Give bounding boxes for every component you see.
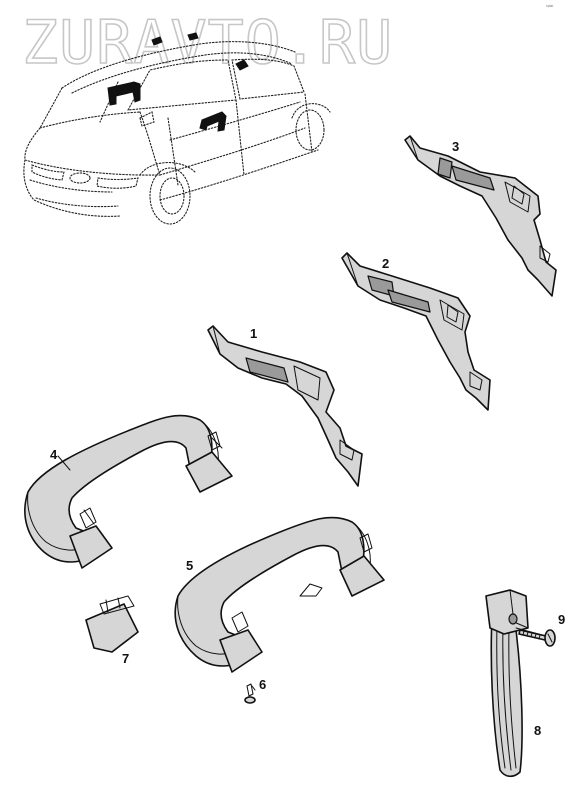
callout-label-6: 6 xyxy=(259,677,266,692)
strap-8: 8 xyxy=(485,589,541,778)
grab-handle-5: 5 xyxy=(174,516,385,673)
callout-label-5: 5 xyxy=(186,558,193,573)
pillar-trim-2: 2 xyxy=(341,252,491,411)
screw-9: 9 xyxy=(515,612,565,647)
car-highlight-rear-handle xyxy=(235,59,249,71)
callout-label-2: 2 xyxy=(382,256,389,271)
car-highlight-pillar xyxy=(199,111,227,132)
callout-label-8: 8 xyxy=(534,723,541,738)
callout-label-7: 7 xyxy=(122,651,129,666)
end-cap-7: 7 xyxy=(85,595,139,666)
grab-handle-4: 4 xyxy=(24,414,233,569)
clip-6: 6 xyxy=(244,677,266,704)
callout-label-9: 9 xyxy=(558,612,565,627)
car-highlight-front-handle xyxy=(107,81,141,106)
callout-label-3: 3 xyxy=(452,139,459,154)
callout-label-4: 4 xyxy=(50,447,58,462)
callout-label-1: 1 xyxy=(250,326,257,341)
corner-mark: ˢᵖˡᵃᵗ xyxy=(546,4,553,10)
car-illustration xyxy=(23,32,331,225)
pillar-trim-3: 3 xyxy=(404,135,557,297)
pillar-trim-1: 1 xyxy=(207,325,363,487)
